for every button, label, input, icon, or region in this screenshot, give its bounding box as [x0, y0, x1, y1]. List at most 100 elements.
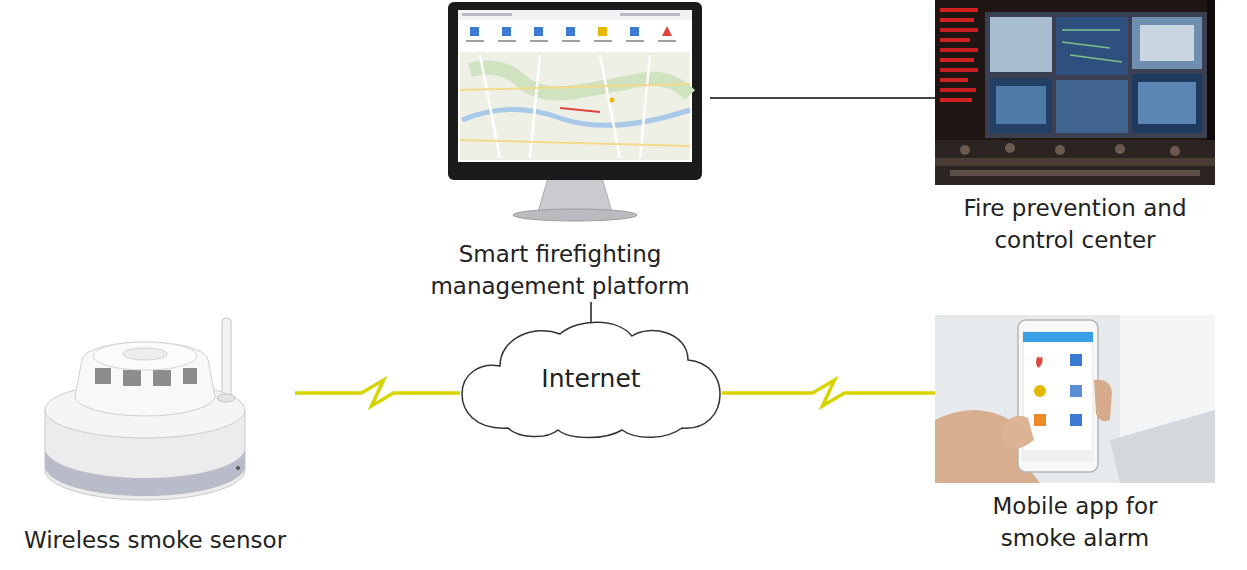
node-caption: Smart firefighting management platform	[410, 238, 710, 302]
monitor-illustration-part	[560, 108, 600, 112]
smoke-sensor-illustration-part	[93, 342, 197, 370]
mobile-app-photo-part	[1110, 410, 1215, 483]
illustrated-node: Smart firefighting management platform	[410, 0, 710, 302]
node-caption: Fire prevention and control center	[935, 192, 1215, 256]
monitor-illustration-part	[458, 10, 692, 162]
mobile-app-photo	[935, 315, 1215, 483]
control-center-photo-part	[1115, 144, 1125, 154]
control-center-photo-part	[935, 140, 1215, 185]
control-center-photo-part	[1005, 143, 1015, 153]
control-center-photo-part	[985, 12, 1207, 138]
control-center-photo-part	[1132, 74, 1202, 133]
cloud-label: Internet	[541, 364, 640, 394]
mobile-app-photo-part	[1094, 380, 1112, 421]
control-center-photo-part	[1062, 30, 1122, 62]
smoke-sensor-illustration-part	[217, 394, 235, 402]
monitor-illustration-part	[448, 2, 702, 180]
control-center-photo-part	[940, 88, 976, 92]
mobile-app-photo-part	[1023, 450, 1093, 460]
control-center-photo-part	[1056, 80, 1128, 133]
control-center-photo-part	[940, 48, 978, 52]
smoke-sensor-illustration-part	[153, 370, 171, 386]
illustration-space	[15, 305, 295, 524]
mobile-app-photo-part	[1070, 414, 1082, 426]
control-center-photo	[935, 0, 1215, 185]
node-caption: Mobile app for smoke alarm	[975, 490, 1175, 554]
control-center-photo-part	[940, 98, 972, 102]
illustration-space	[410, 0, 710, 238]
mobile-app-photo-part	[1023, 332, 1093, 460]
control-center-photo-part	[950, 170, 1200, 176]
monitor-illustration-part	[502, 27, 511, 36]
smoke-sensor-illustration-part	[95, 368, 111, 384]
control-center-photo-part	[935, 158, 1215, 166]
monitor-illustration-part	[538, 178, 612, 212]
control-center-photo-part	[960, 145, 970, 155]
monitor-illustration-part	[598, 27, 607, 36]
node-caption: Wireless smoke sensor	[15, 524, 295, 556]
cloud-node: Internet	[460, 318, 722, 440]
illustrated-node: Fire prevention and control center	[935, 0, 1215, 256]
control-center-photo-part	[1138, 82, 1196, 124]
mobile-app-photo-part	[935, 315, 1215, 483]
control-center-photo-part	[940, 28, 978, 32]
monitor-illustration-part	[458, 10, 692, 20]
mobile-app-photo-part	[1034, 385, 1046, 397]
monitor-illustration-part	[498, 40, 516, 42]
control-center-photo-part	[940, 38, 970, 42]
smoke-sensor-illustration-part	[75, 342, 215, 416]
monitor-illustration-part	[610, 98, 615, 103]
control-center-photo-part	[940, 68, 978, 72]
control-center-photo-part	[1056, 17, 1128, 75]
smoke-sensor-illustration-part	[236, 466, 240, 470]
mobile-app-photo-part	[1070, 385, 1082, 397]
cloud-shape	[462, 322, 720, 437]
monitor-illustration-part	[513, 209, 637, 221]
control-center-photo-part	[990, 78, 1052, 133]
mobile-app-photo-part	[1018, 320, 1098, 472]
monitor-illustration-part	[460, 52, 690, 160]
monitor-illustration-part	[626, 40, 644, 42]
monitor-illustration-part	[662, 26, 672, 36]
illustrated-node: Mobile app for smoke alarm	[935, 315, 1215, 554]
monitor-illustration-part	[470, 27, 479, 36]
monitor-illustration-part	[658, 40, 676, 42]
monitor-illustration-part	[462, 13, 512, 16]
mobile-app-photo-part	[1034, 414, 1046, 426]
link-line	[710, 97, 935, 99]
illustration-space	[935, 315, 1215, 490]
cloud-text-group: Internet	[541, 364, 640, 394]
smoke-sensor-illustration-part	[222, 318, 231, 402]
monitor-illustration-part	[566, 27, 575, 36]
smoke-sensor-illustration-part	[183, 368, 197, 384]
smoke-sensor-illustration	[45, 318, 245, 500]
control-center-photo-part	[990, 17, 1052, 72]
link-line	[590, 302, 592, 322]
mobile-app-photo-part	[1000, 416, 1034, 449]
monitor-illustration-part	[462, 109, 690, 125]
monitor-illustration-part	[530, 40, 548, 42]
monitor-illustration-part	[594, 40, 612, 42]
mobile-app-photo-part	[1070, 354, 1082, 366]
control-center-photo-part	[940, 18, 974, 22]
wireless-link	[722, 380, 935, 406]
monitor-illustration-part	[460, 84, 690, 146]
illustrated-node: Wireless smoke sensor	[15, 305, 295, 556]
monitor-illustration	[448, 2, 702, 221]
monitor-illustration-part	[562, 40, 580, 42]
control-center-photo-part	[935, 0, 1215, 185]
monitor-illustration-part	[630, 27, 639, 36]
monitor-illustration-part	[620, 13, 680, 16]
monitor-illustration-part	[534, 27, 543, 36]
smoke-sensor-illustration-part	[123, 370, 141, 386]
control-center-photo-part	[996, 86, 1046, 124]
control-center-photo-part	[1140, 25, 1194, 61]
control-center-photo-part	[940, 78, 968, 82]
control-center-photo-part	[1055, 145, 1065, 155]
illustration-space	[935, 0, 1215, 192]
mobile-app-photo-part	[1036, 356, 1043, 368]
control-center-photo-part	[940, 8, 978, 12]
monitor-illustration-part	[466, 40, 484, 42]
